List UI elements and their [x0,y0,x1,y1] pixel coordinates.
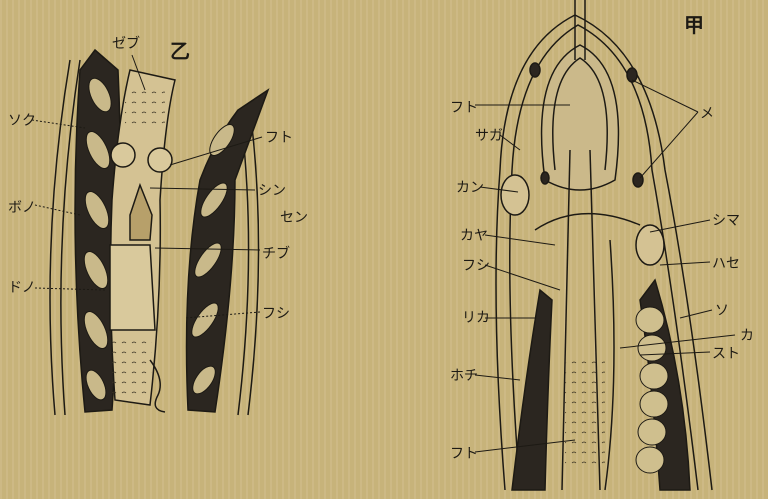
eyespot-left [530,63,540,77]
label-kan: カン [456,180,484,196]
label-suto: スト [712,346,740,362]
label-ka: カ [740,328,754,344]
eyespot-right [627,68,637,82]
side-pouch-right [636,225,664,265]
label-dono: ドノ [8,280,36,296]
label-me: メ [700,106,714,122]
label-sen: セン [280,210,308,226]
label-sin: シン [258,183,286,199]
label-saga: サガ [475,128,503,144]
label-zebu: ゼブ [112,35,140,52]
label-fushi-right: フシ [462,258,490,274]
eyespot-right-low [633,173,643,187]
label-bono: ボノ [8,200,36,216]
label-futo-bottom: フト [450,446,478,462]
label-shima: シマ [712,213,740,229]
side-pouch-left [501,175,529,215]
label-futo-top: フト [450,100,478,116]
eyespot-left-low [541,172,549,184]
label-chibu: チブ [262,245,290,262]
figure-right-title: 甲 [684,13,704,37]
organ-circle-b [148,148,172,172]
figure-left-title: 乙 [170,39,190,63]
label-soku: ソク [8,113,36,129]
label-hochi: ホチ [450,368,478,384]
organ-lower-block [110,245,155,330]
organ-circle-a [111,143,135,167]
label-fushi-left: フシ [262,306,290,322]
label-kaya: カヤ [460,228,488,244]
central-dotted-area [125,85,165,130]
lower-dotted-area [112,335,152,395]
label-futo-left: フト [265,130,293,146]
label-so: ソ [715,303,729,319]
right-dotted-area [565,360,605,470]
label-hase: ハセ [712,256,740,272]
